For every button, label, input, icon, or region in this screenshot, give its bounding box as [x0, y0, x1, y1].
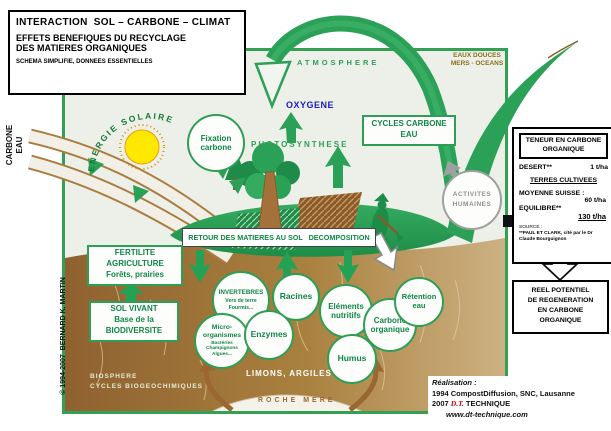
realisation-label: Réalisation :	[432, 378, 477, 387]
fertilite-line3: Forêts, prairies	[106, 269, 164, 279]
limons-argiles-label: LIMONS, ARGILES	[246, 369, 332, 378]
carbone-eau-axis-label: CARBONE EAU	[5, 113, 31, 177]
decomposition-arrows	[189, 231, 398, 284]
fertility-up-arrow	[119, 282, 143, 301]
teneur-panel-title: TENEUR EN CARBONE ORGANIQUE	[519, 133, 608, 159]
sun	[119, 124, 165, 170]
cycles-carbone-eau-box: CYCLES CARBONE EAU	[362, 115, 456, 146]
title-box: INTERACTION SOL – CARBONE – CLIMAT EFFET…	[8, 10, 246, 95]
input-arrowhead	[88, 158, 104, 176]
credits-block: Réalisation : 1994 CompostDiffusion, SNC…	[428, 376, 611, 431]
fertilite-line1: FERTILITE	[114, 248, 156, 257]
cycles-line2: EAU	[400, 129, 418, 139]
eau-label: EAU	[14, 136, 24, 154]
elements-line2: nutritifs	[331, 311, 361, 320]
carbone-label: CARBONE	[5, 124, 14, 166]
biosphere-label: BIOSPHERE CYCLES BIOGEOCHIMIQUES	[90, 372, 203, 392]
reel-line2: DE REGENERATION	[527, 296, 594, 304]
desert-label: DESERT**	[519, 163, 552, 171]
enzymes-title: Enzymes	[250, 329, 288, 340]
fertilite-box: FERTILITE AGRICULTURE Forêts, prairies	[87, 245, 183, 286]
sol-vivant-line1: SOL VIVANT	[110, 304, 158, 313]
teneur-carbone-panel: TENEUR EN CARBONE ORGANIQUE DESERT** 1 t…	[512, 127, 611, 264]
humus-title: Humus	[337, 353, 367, 364]
biosphere-line1: BIOSPHERE	[90, 373, 138, 380]
input-arrowhead	[133, 185, 149, 203]
retention-line2: eau	[412, 301, 426, 310]
reel-line4: ORGANIQUE	[539, 316, 582, 324]
desert-value: 1 t/ha	[590, 163, 608, 171]
photosynthesis-label: PHOTOSYNTHESE	[251, 140, 349, 149]
invertebres-title: INVERTEBRES	[218, 289, 264, 297]
credits-line2: 2007 D.T. TECHNIQUE	[432, 399, 611, 410]
teneur-title-line2: ORGANIQUE	[542, 145, 585, 153]
oceans-line1: EAUX DOUCES	[453, 52, 501, 59]
source-text: **PAUL ET CLARK, cité par le Dr Claude B…	[519, 230, 593, 242]
moyenne-suisse-label: MOYENNE SUISSE :	[519, 189, 585, 197]
fertilite-line2: AGRICULTURE	[106, 258, 164, 268]
invertebres-line1: Vers de terre	[225, 298, 257, 305]
atmosphere-label: ATMOSPHERE	[297, 58, 380, 67]
fixation-line1: Fixation	[200, 133, 232, 143]
invertebres-line2: Fourmis...	[228, 304, 254, 311]
sol-vivant-line2: Base de la	[114, 314, 154, 324]
carbone-organique-line1: Carbone	[373, 315, 407, 325]
main-title: INTERACTION SOL – CARBONE – CLIMAT	[16, 17, 231, 28]
oceans-label: EAUX DOUCES MERS - OCEANS	[446, 52, 508, 68]
equilibre-value: 130 t/ha	[578, 211, 606, 221]
activites-line2: HUMAINES	[452, 201, 492, 208]
sol-vivant-box: SOL VIVANT Base de la BIODIVERSITE	[89, 301, 179, 342]
moyenne-suisse-value: 60 t/ha	[584, 196, 606, 204]
oxygen-label: OXYGENE	[286, 100, 335, 110]
micro-line3: Algues...	[211, 352, 232, 358]
subtitle-line2: DES MATIERES ORGANIQUES	[16, 43, 147, 54]
credits-website: www.dt-technique.com	[446, 409, 528, 419]
racines-title: Racines	[279, 291, 313, 302]
credits-technique: TECHNIQUE	[463, 399, 511, 408]
enzymes-circle: Enzymes	[244, 310, 294, 360]
fixation-carbone-circle: Fixation carbone	[187, 114, 245, 172]
biosphere-line2: CYCLES BIOGEOCHIMIQUES	[90, 382, 204, 390]
sol-vivant-line3: BIODIVERSITE	[105, 325, 163, 335]
copyright-label: © 1994-2007 BERNARD K. MARTIN	[60, 277, 67, 395]
bedrock-dome	[211, 394, 363, 411]
terres-cultivees-label: TERRES CULTIVEES	[529, 176, 598, 184]
retour-matieres-bar: RETOUR DES MATIERES AU SOL DECOMPOSITION	[182, 228, 376, 247]
cycle-arrowhead-down	[254, 60, 292, 110]
micro-line2: Champignons	[206, 346, 238, 352]
teneur-title-line1: TENEUR EN CARBONE	[525, 137, 602, 144]
equilibre-connector	[503, 215, 514, 227]
activites-line1: ACTIVITES	[452, 190, 492, 198]
activites-humaines-circle: ACTIVITES HUMAINES	[442, 170, 502, 230]
retention-line1: Rétention	[401, 292, 437, 302]
subtitle-line1: EFFETS BENEFIQUES DU RECYCLAGE	[16, 33, 187, 43]
micro-organismes-circle: Micro- organismes Bactéries Champignons …	[194, 313, 250, 369]
fixation-line2: carbone	[200, 143, 232, 152]
source-label: SOURCE :	[519, 224, 543, 230]
reel-line1: REEL POTENTIEL	[531, 287, 590, 294]
reel-potentiel-panel: REEL POTENTIEL DE REGENERATION EN CARBON…	[512, 280, 609, 334]
roche-mere-label: ROCHE MERE	[258, 397, 336, 404]
retention-eau-circle: Rétention eau	[394, 277, 444, 327]
credits-line1: 1994 CompostDiffusion, SNC, Lausanne	[432, 388, 575, 398]
micro-title2: organismes	[202, 331, 242, 339]
oceans-line2: MERS - OCEANS	[450, 60, 504, 68]
elements-line1: Eléments	[328, 301, 364, 311]
humus-circle: Humus	[327, 334, 377, 384]
credits-dt-logo: D.T.	[450, 399, 464, 408]
micro-line1: Bactéries	[211, 340, 233, 346]
subtitle-note: SCHEMA SIMPLIFIE, DONNEES ESSENTIELLES	[16, 58, 153, 65]
carbone-organique-line2: organique	[370, 325, 410, 334]
credits-year2: 2007	[432, 399, 451, 408]
equilibre-label: EQUILIBRE**	[519, 204, 562, 212]
cycles-line1: CYCLES CARBONE	[371, 119, 447, 128]
micro-title1: Micro-	[211, 324, 233, 332]
reel-line3: EN CARBONE	[537, 306, 584, 314]
